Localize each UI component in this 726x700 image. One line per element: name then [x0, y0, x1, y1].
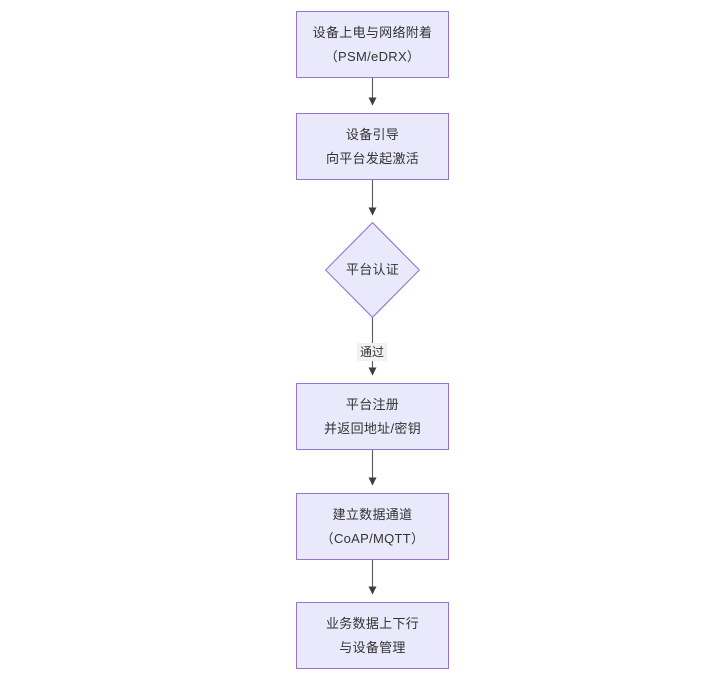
node-platform-registration[interactable]: 平台注册 并返回地址/密钥: [296, 383, 449, 450]
node-label-n5: 建立数据通道 （CoAP/MQTT）: [320, 506, 425, 546]
diamond-shape-icon: [325, 222, 420, 318]
node-label-n1: 设备上电与网络附着 （PSM/eDRX）: [312, 24, 433, 64]
node-label-n2: 设备引导 向平台发起激活: [325, 126, 420, 166]
edge-label-pass: 通过: [356, 343, 388, 361]
node-device-bootstrap[interactable]: 设备引导 向平台发起激活: [296, 113, 449, 180]
node-device-power-on[interactable]: 设备上电与网络附着 （PSM/eDRX）: [296, 11, 449, 78]
node-label-n6: 业务数据上下行 与设备管理: [325, 615, 420, 655]
node-label-n4: 平台注册 并返回地址/密钥: [323, 396, 421, 436]
node-business-data-and-device-management[interactable]: 业务数据上下行 与设备管理: [296, 602, 449, 669]
node-platform-authentication[interactable]: 平台认证: [325, 222, 420, 318]
node-establish-data-channel[interactable]: 建立数据通道 （CoAP/MQTT）: [296, 493, 449, 560]
node-label-n3: 平台认证: [345, 262, 400, 277]
